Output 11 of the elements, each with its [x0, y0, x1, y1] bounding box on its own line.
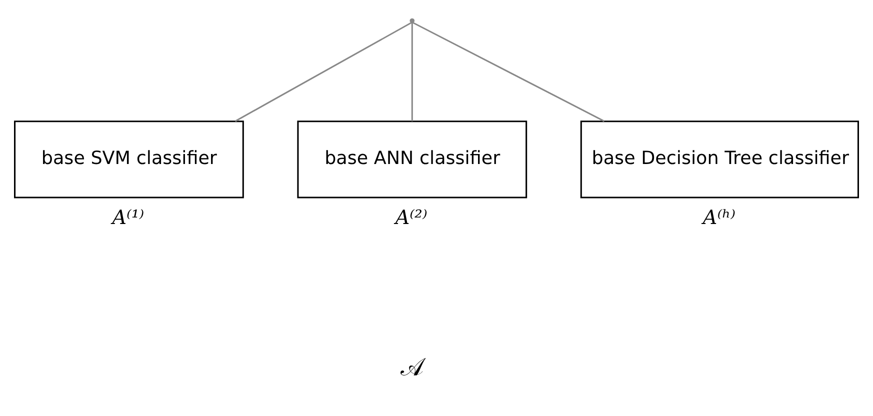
- node-box: base ANN classifier: [297, 120, 528, 198]
- node-label: A⁽ʰ⁾: [702, 206, 736, 229]
- connector: [234, 22, 412, 122]
- node-label: A⁽¹⁾: [112, 206, 144, 229]
- connector: [411, 22, 413, 122]
- node-label: A⁽²⁾: [395, 206, 428, 229]
- label: 𝒜: [400, 352, 424, 382]
- node-point: [410, 18, 415, 24]
- node-box: base SVM classifier: [14, 120, 244, 198]
- connector: [412, 22, 605, 122]
- node-box: base Decision Tree classifier: [580, 120, 859, 198]
